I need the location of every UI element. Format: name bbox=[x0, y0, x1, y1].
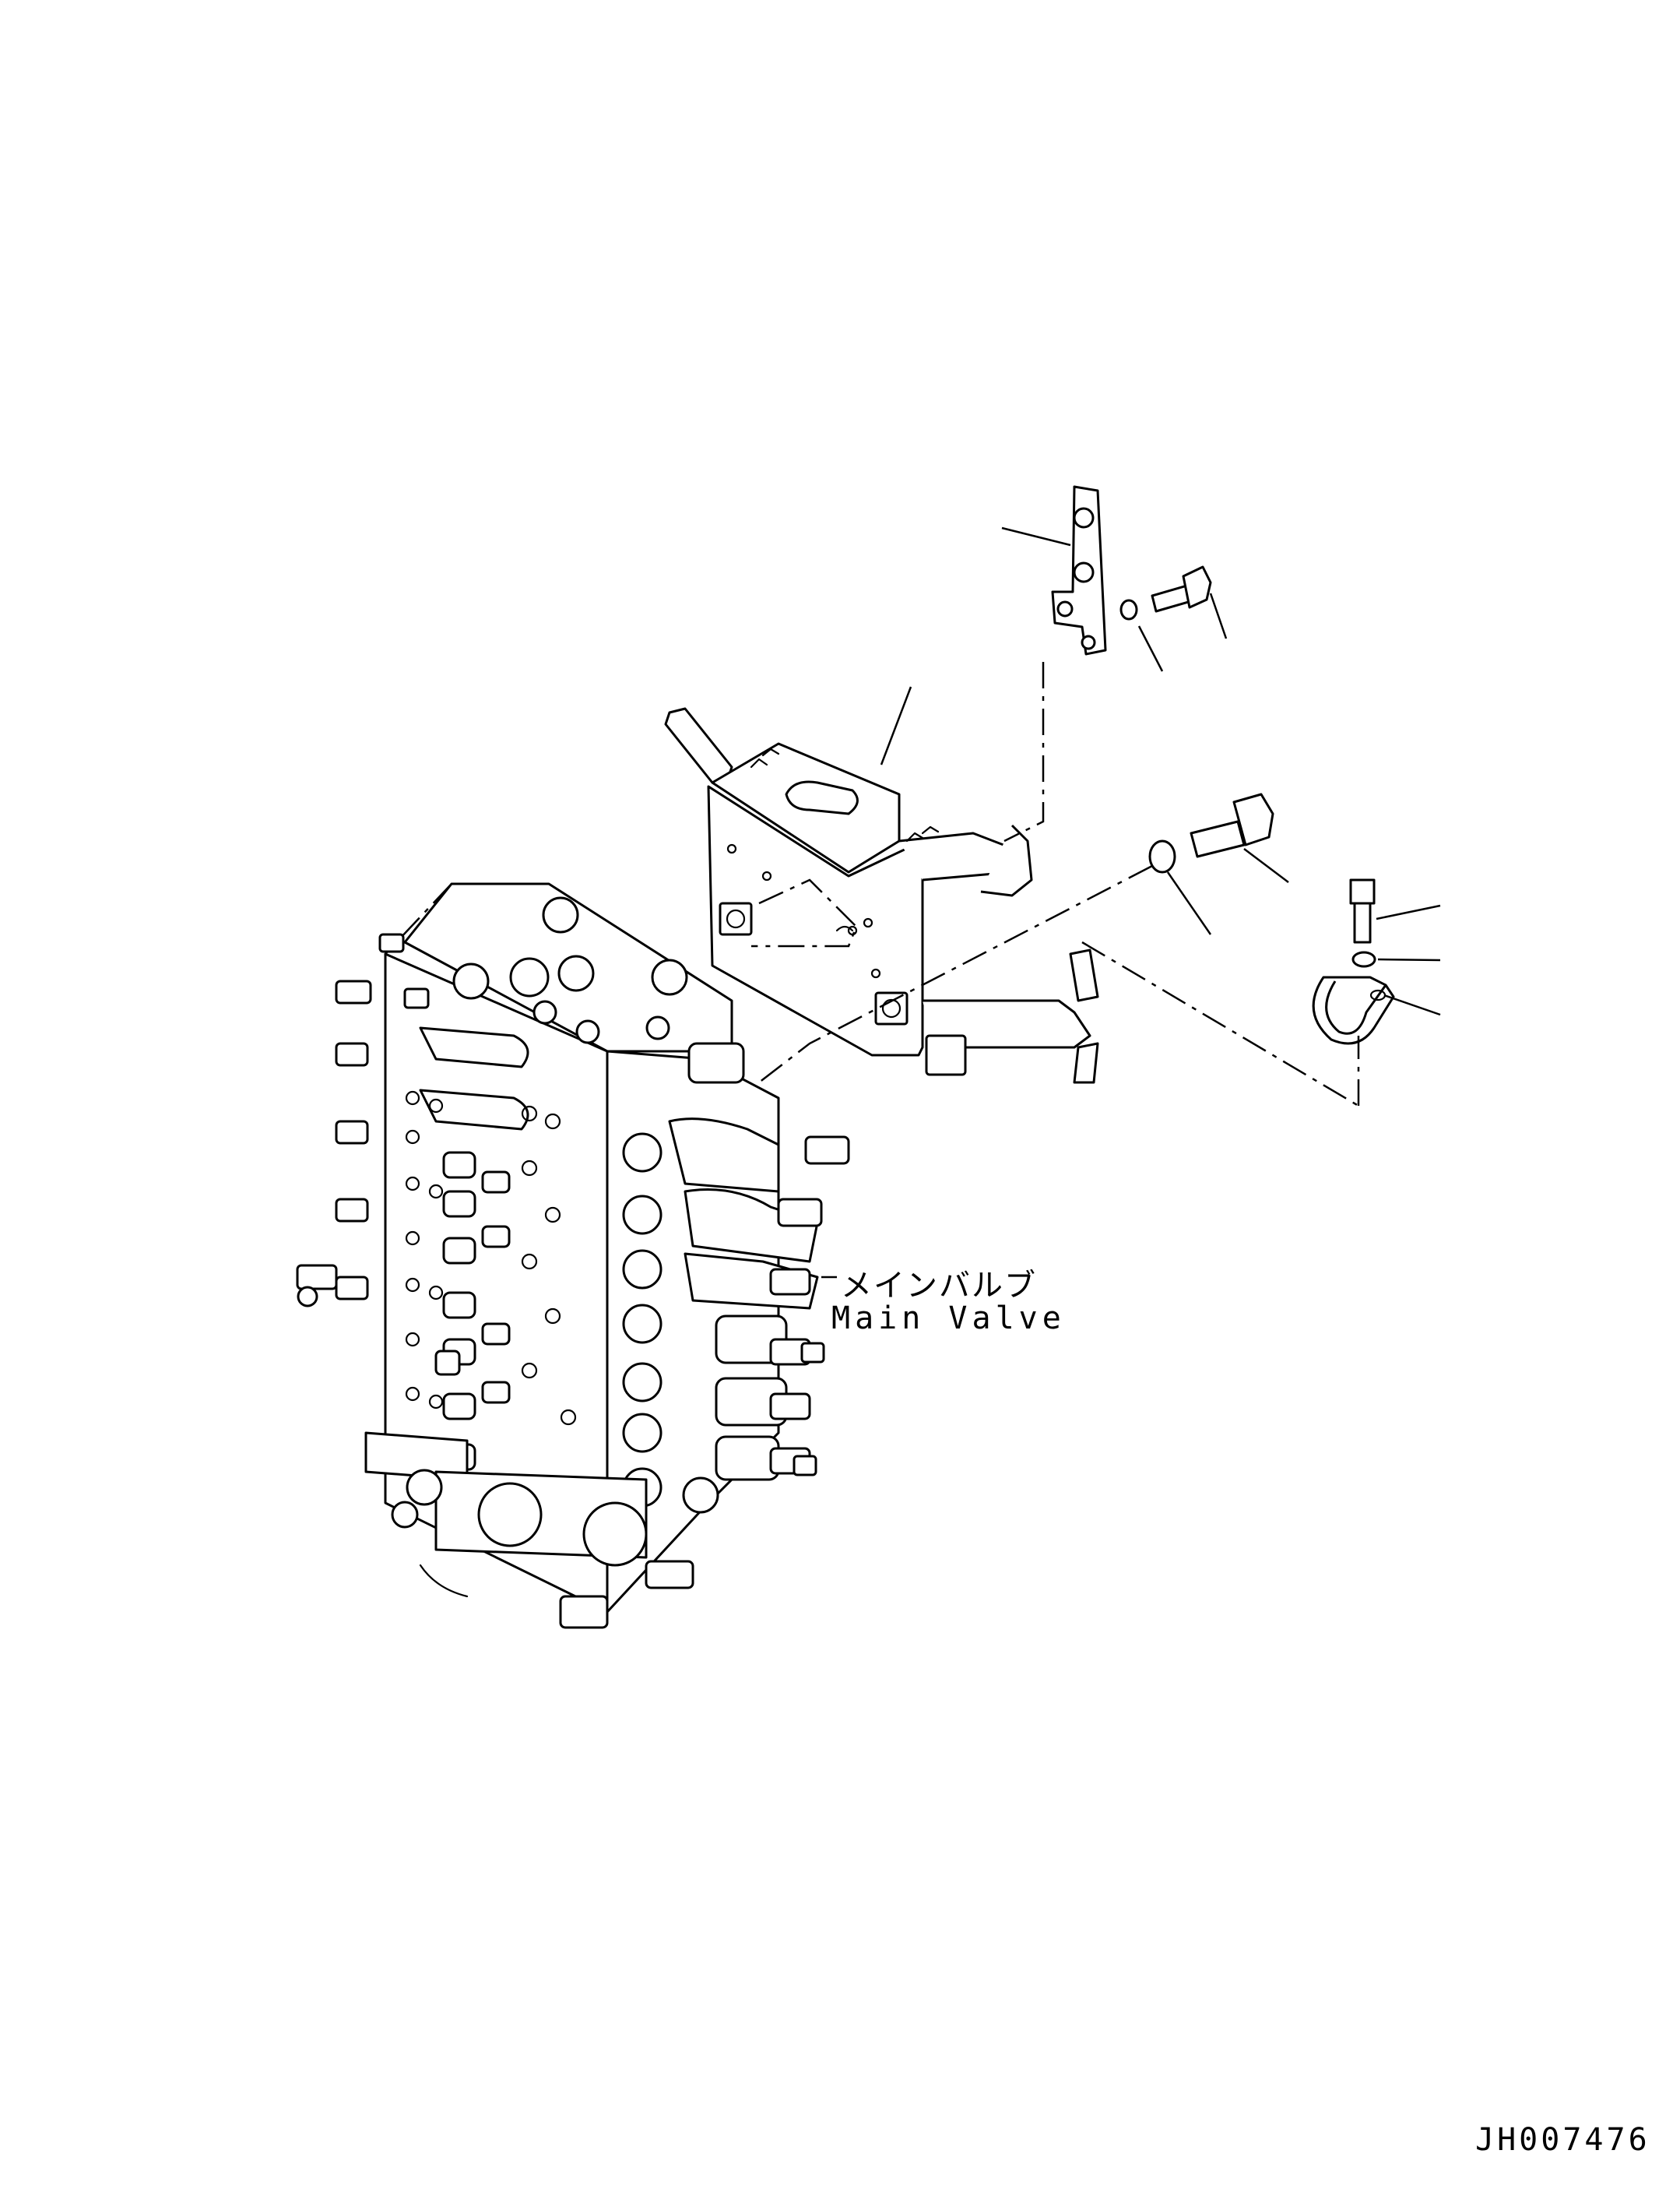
drawing-number: JH007476 bbox=[1475, 2122, 1650, 2158]
main-valve-label-en: Main Valve bbox=[831, 1300, 1066, 1336]
washer-lower bbox=[1351, 951, 1376, 968]
bolt-lower bbox=[1349, 878, 1376, 944]
right-fittings bbox=[687, 1042, 850, 1476]
main-valve-label-jp: メインバルブ bbox=[841, 1268, 1037, 1304]
left-face-ports bbox=[405, 1090, 577, 1426]
right-side-spools bbox=[622, 1117, 819, 1514]
bolt-middle bbox=[1190, 793, 1274, 858]
middle-fittings bbox=[434, 1151, 511, 1471]
leader-lines bbox=[880, 526, 1441, 1016]
flat-washer-middle bbox=[1148, 839, 1176, 874]
flat-washer-upper bbox=[1119, 599, 1138, 621]
hose-clamp bbox=[1312, 976, 1395, 1045]
assembly-lines bbox=[758, 662, 1360, 1107]
left-fittings bbox=[296, 933, 529, 1307]
mounting-plate bbox=[1051, 485, 1107, 656]
bottom-block bbox=[364, 1431, 694, 1629]
bolt-upper bbox=[1151, 565, 1212, 613]
top-plugs bbox=[452, 896, 688, 1044]
bracket bbox=[664, 707, 1099, 1084]
main-valve-assembly bbox=[296, 882, 850, 1629]
